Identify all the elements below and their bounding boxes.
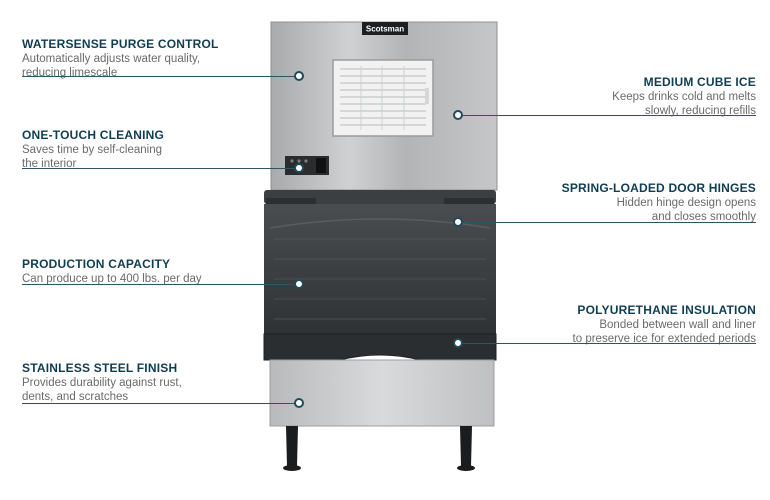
- feature-desc-line: Provides durability against rust,: [22, 377, 182, 389]
- hotspot-dot-stainless[interactable]: [294, 398, 304, 408]
- feature-desc-line: dents, and scratches: [22, 391, 129, 403]
- feature-title: SPRING-LOADED DOOR HINGES: [561, 181, 756, 195]
- brand-badge: [362, 22, 408, 35]
- connector-line: [462, 115, 756, 116]
- hotspot-dot-one-touch[interactable]: [294, 163, 304, 173]
- connector-line: [22, 168, 295, 169]
- leg-left: [286, 426, 298, 466]
- feature-door-hinges: SPRING-LOADED DOOR HINGES Hidden hinge d…: [562, 181, 756, 224]
- connector-line: [22, 284, 295, 285]
- feature-desc-line: to preserve ice for extended periods: [572, 333, 756, 345]
- bin-door: [264, 204, 496, 334]
- feature-one-touch: ONE-TOUCH CLEANING Saves time by self-cl…: [22, 128, 164, 171]
- feature-title: WATERSENSE PURGE CONTROL: [22, 37, 219, 51]
- hotspot-dot-insulation[interactable]: [453, 338, 463, 348]
- feature-desc-line: Can produce up to 400 lbs. per day: [22, 273, 202, 285]
- feature-title: ONE-TOUCH CLEANING: [22, 128, 165, 142]
- feature-desc-line: Saves time by self-cleaning: [22, 144, 162, 156]
- feature-desc-line: Bonded between wall and liner: [599, 319, 756, 331]
- hotspot-dot-medium-cube[interactable]: [453, 110, 463, 120]
- connector-line: [462, 343, 756, 344]
- feature-desc-line: Keeps drinks cold and melts: [612, 91, 756, 103]
- bin-base: [269, 359, 495, 427]
- feature-desc-line: Hidden hinge design opens: [616, 197, 756, 209]
- feature-production: PRODUCTION CAPACITY Can produce up to 40…: [22, 257, 202, 286]
- connector-line: [462, 222, 756, 223]
- feature-stainless: STAINLESS STEEL FINISH Provides durabili…: [22, 361, 182, 404]
- feature-desc-line: Automatically adjusts water quality,: [22, 53, 201, 65]
- feature-desc-line: slowly, reducing refills: [645, 105, 756, 117]
- leg-right: [460, 426, 472, 466]
- feature-desc-line: the interior: [22, 158, 77, 170]
- feature-desc-line: reducing limescale: [22, 67, 118, 79]
- feature-title: STAINLESS STEEL FINISH: [22, 361, 178, 375]
- hotspot-dot-door-hinges[interactable]: [453, 217, 463, 227]
- connector-line: [22, 76, 295, 77]
- brand-badge-text: Scotsman: [366, 25, 404, 34]
- vent-slats: [340, 66, 429, 130]
- feature-watersense: WATERSENSE PURGE CONTROL Automatically a…: [22, 37, 219, 80]
- feature-medium-cube: MEDIUM CUBE ICE Keeps drinks cold and me…: [612, 75, 756, 118]
- feature-title: MEDIUM CUBE ICE: [643, 75, 756, 89]
- feature-insulation: POLYURETHANE INSULATION Bonded between w…: [573, 303, 756, 346]
- hotspot-dot-production[interactable]: [294, 279, 304, 289]
- vent-grille: [332, 59, 434, 137]
- feature-desc-line: and closes smoothly: [651, 211, 756, 223]
- feature-title: PRODUCTION CAPACITY: [22, 257, 171, 271]
- hotspot-dot-watersense[interactable]: [294, 71, 304, 81]
- connector-line: [22, 403, 295, 404]
- feature-title: POLYURETHANE INSULATION: [577, 303, 756, 317]
